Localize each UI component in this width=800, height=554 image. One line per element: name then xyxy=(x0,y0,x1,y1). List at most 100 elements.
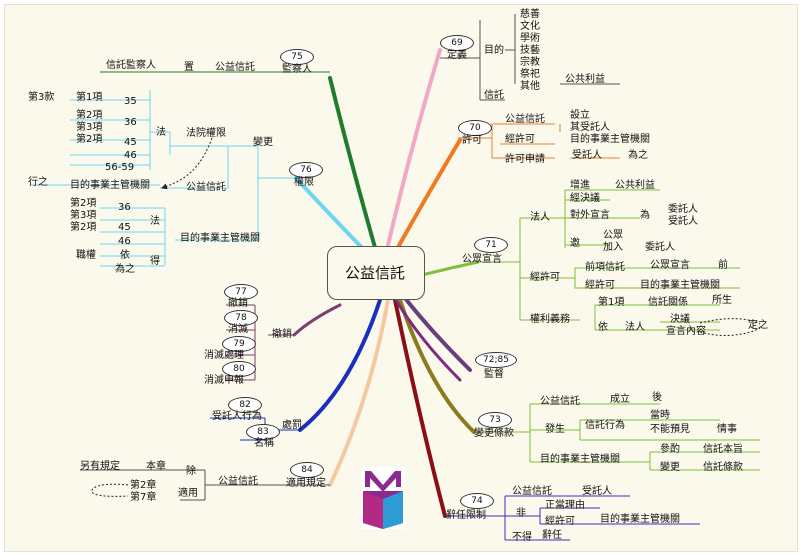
node-71-trustee1: 委託人 xyxy=(668,204,698,215)
node-71-before: 前 xyxy=(718,260,728,271)
node-71-number: 71 xyxy=(474,237,508,253)
node-76-duty: 職權 xyxy=(76,250,96,261)
node-71-authority: 目的事業主管機關 xyxy=(640,280,720,291)
node-70-establish: 設立 xyxy=(570,110,590,121)
node-76-law2: 法 xyxy=(150,216,160,227)
node-76-title: 權限 xyxy=(294,177,314,188)
node-76-yi: 依 xyxy=(120,250,130,261)
node-78-label: 消滅 xyxy=(228,324,248,335)
node-71-resolution: 經決議 xyxy=(570,193,600,204)
node-70-authority: 目的事業主管機關 xyxy=(570,134,650,145)
node-74-just-cause: 正當理由 xyxy=(545,500,585,511)
node-69-item: 祭祀 xyxy=(520,69,540,80)
branch-70 xyxy=(390,138,462,260)
node-69-public: 公共利益 xyxy=(565,74,605,85)
node-79-label: 消滅處理 xyxy=(204,350,244,361)
node-76-pub-trust: 公益信託 xyxy=(186,182,226,193)
node-71-legal-person: 法人 xyxy=(530,212,550,223)
node-69-title: 定義 xyxy=(447,50,467,61)
node-69-item: 文化 xyxy=(520,21,540,32)
node-71-public-interest: 公共利益 xyxy=(615,180,655,191)
node-71-title: 公眾宣言 xyxy=(462,254,502,265)
node-71-invite: 邀 xyxy=(570,238,580,249)
node-76-lrow-b: 第3項 xyxy=(70,210,97,221)
node-82-label: 受託人行為 xyxy=(212,411,262,422)
node-73-established: 成立 xyxy=(610,394,630,405)
node-75-number: 75 xyxy=(280,49,314,65)
node-74-title: 辭任限制 xyxy=(446,510,486,521)
node-74-cannot: 不得 xyxy=(512,532,532,543)
node-76-row-f-num: 56-59 xyxy=(105,162,135,173)
node-71-promote: 增進 xyxy=(570,180,590,191)
node-70-trustee: 受託人 xyxy=(572,150,602,161)
node-76-row-c: 第3項 xyxy=(76,122,103,133)
node-84-title: 適用規定 xyxy=(286,478,326,489)
node-72-title: 監督 xyxy=(484,369,504,380)
node-74-authority: 目的事業主管機關 xyxy=(600,514,680,525)
node-71-content: 宣言內容 xyxy=(666,326,706,337)
node-77-number: 77 xyxy=(224,284,258,300)
node-82-number: 82 xyxy=(228,397,262,413)
node-70-title: 許可 xyxy=(462,135,482,146)
node-69-item: 技藝 xyxy=(520,45,540,56)
node-69-mudi: 目的 xyxy=(484,45,504,56)
node-73-change: 變更 xyxy=(660,462,680,473)
node-69-trust: 信託 xyxy=(484,90,504,101)
node-76-row-d-num: 45 xyxy=(124,137,137,148)
branch-71 xyxy=(420,260,480,277)
node-71-law-person: 法人 xyxy=(625,322,645,333)
node-73-trust-intent: 信託本旨 xyxy=(703,444,743,455)
node-77-title: 撤銷 xyxy=(272,329,292,340)
node-71-trust-rel: 信託關係 xyxy=(648,297,688,308)
node-76-authority-long: 目的事業主管機關 xyxy=(70,180,150,191)
node-76-lrow-a-num: 36 xyxy=(118,202,131,213)
node-73-trust-terms: 信託條款 xyxy=(703,462,743,473)
node-84-chap2: 第2章 xyxy=(130,480,157,491)
node-70-number: 70 xyxy=(458,120,492,136)
center-node-label: 公益信託 xyxy=(344,264,405,282)
node-84-this-chap: 本章 xyxy=(146,461,166,472)
node-74-permitted: 經許可 xyxy=(545,516,575,527)
node-71-belong: 所生 xyxy=(712,295,732,306)
node-71-decision: 決議 xyxy=(670,314,690,325)
node-76-art3: 第3款 xyxy=(28,92,55,103)
node-71-rights: 權利義務 xyxy=(530,314,570,325)
node-84-chap7: 第7章 xyxy=(130,492,157,503)
node-74-number: 74 xyxy=(460,493,494,509)
node-75-pub-trust: 公益信託 xyxy=(215,62,255,73)
node-70-by-permit: 經許可 xyxy=(505,134,535,145)
branch-84 xyxy=(328,298,390,487)
node-71-settlor: 委託人 xyxy=(645,242,675,253)
node-84-apply: 適用 xyxy=(178,488,198,499)
node-76-lrow-c: 第2項 xyxy=(70,222,97,233)
branch-73 xyxy=(398,298,476,434)
branch-75 xyxy=(328,76,380,260)
node-71-external: 對外宣言 xyxy=(570,210,610,221)
node-84-except: 除 xyxy=(186,466,196,477)
node-76-row-e-num: 46 xyxy=(124,150,137,161)
node-76-de: 得 xyxy=(150,256,160,267)
node-72-number: 72;85 xyxy=(475,352,517,368)
node-69-number: 69 xyxy=(440,35,474,51)
node-73-occur: 發生 xyxy=(545,424,565,435)
node-74-trustee: 受託人 xyxy=(582,486,612,497)
node-76-lrow-a: 第2項 xyxy=(70,198,97,209)
node-76-row-b-num: 36 xyxy=(124,117,137,128)
node-71-trustee2: 受託人 xyxy=(668,216,698,227)
node-76-act: 行之 xyxy=(28,177,48,188)
node-70-do-it: 為之 xyxy=(628,150,648,161)
node-73-number: 73 xyxy=(478,412,512,428)
node-76-row-a-num: 35 xyxy=(124,96,137,107)
node-77-sub-title: 撤銷 xyxy=(228,298,248,309)
node-70-change: 其受託人 xyxy=(570,122,610,133)
node-73-trust-act: 信託行為 xyxy=(585,420,625,431)
node-84-number: 84 xyxy=(290,462,324,478)
node-76-law: 法 xyxy=(156,127,166,138)
node-73-after: 後 xyxy=(652,392,662,403)
node-69-item: 宗教 xyxy=(520,57,540,68)
branch-69 xyxy=(383,48,442,260)
branch-72 xyxy=(403,296,472,372)
node-76-row-a: 第1項 xyxy=(76,92,103,103)
